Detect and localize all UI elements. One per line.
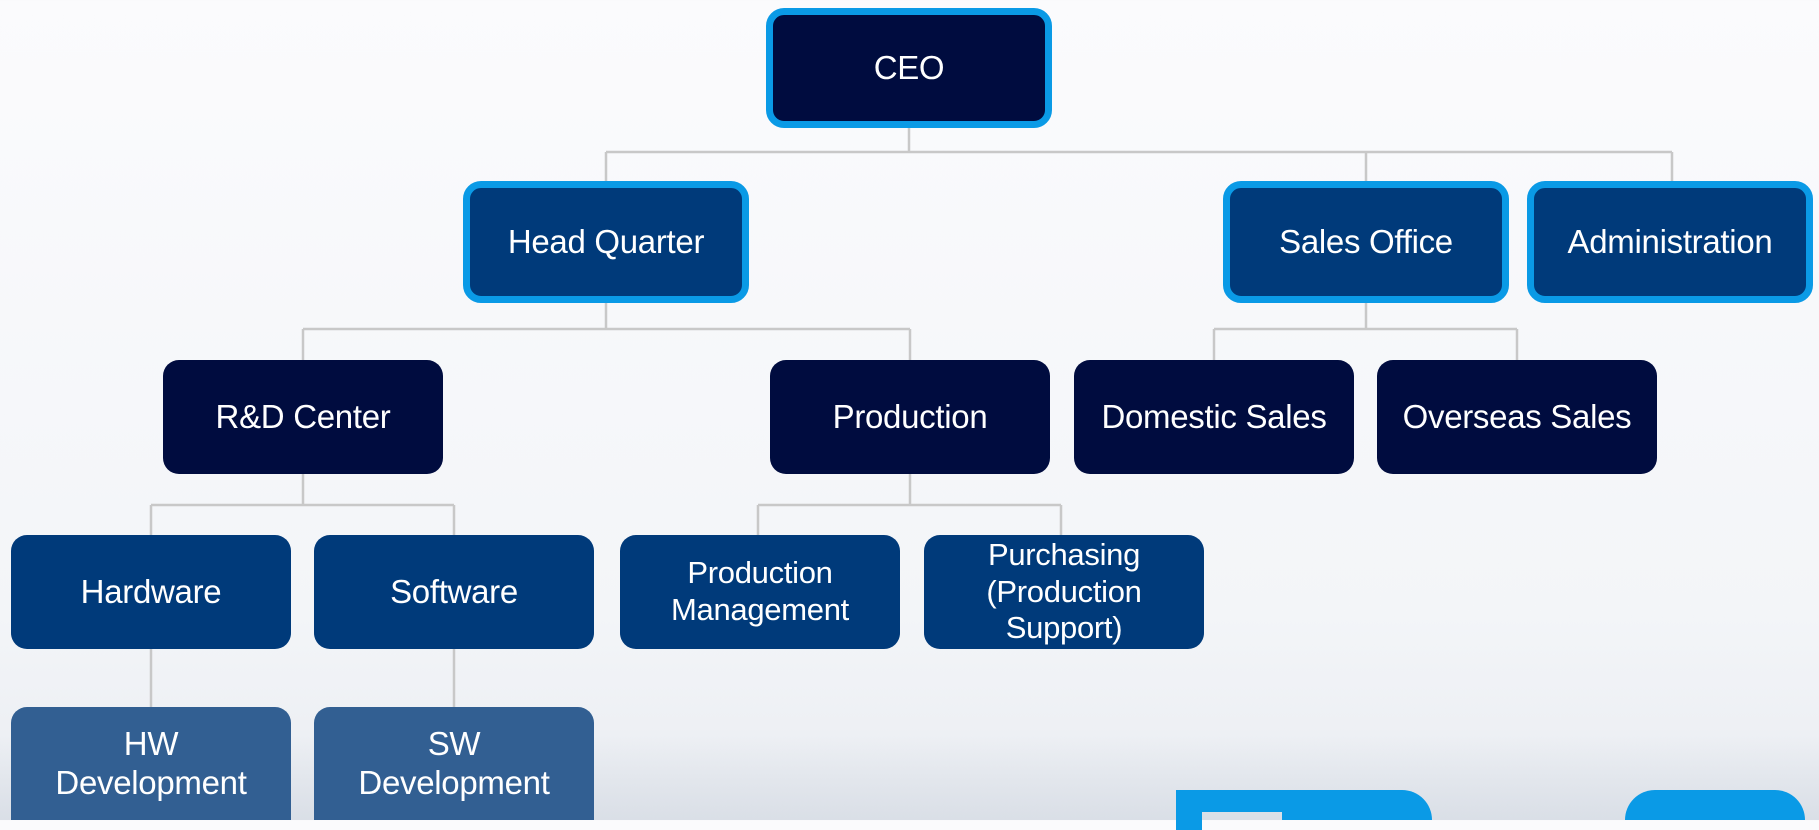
connector-sales-office (1212, 298, 1519, 360)
hw-development-line-1: HW (123, 724, 179, 762)
overseas-sales-box: Overseas Sales (1377, 360, 1657, 474)
sw-development-line-1: SW (427, 724, 481, 762)
purchasing-line-1: Purchasing (987, 537, 1141, 573)
connector-rd-center (149, 474, 456, 535)
sw-development-box: SW Development (314, 707, 594, 820)
administration-label: Administration (1567, 222, 1773, 260)
background-band (0, 735, 1819, 820)
ceo-label: CEO (873, 48, 945, 86)
connector-production (756, 474, 1063, 535)
sales-office-box: Sales Office (1223, 181, 1509, 303)
hardware-label: Hardware (80, 572, 222, 610)
domestic-sales-box: Domestic Sales (1074, 360, 1354, 474)
hw-development-line-2: Development (55, 763, 247, 801)
hardware-box: Hardware (11, 535, 291, 649)
production-management-line-2: Management (671, 592, 849, 627)
software-box: Software (314, 535, 594, 649)
connector-ceo (604, 122, 1674, 183)
production-management-line-1: Production (687, 555, 833, 591)
production-management-box: Production Management (620, 535, 900, 649)
head-quarter-box: Head Quarter (463, 181, 749, 303)
head-quarter-label: Head Quarter (507, 222, 705, 260)
ceo-box: CEO (766, 8, 1052, 128)
purchasing-box: Purchasing (Production Support) (924, 535, 1204, 649)
production-box: Production (770, 360, 1050, 474)
sw-development-line-2: Development (358, 763, 550, 801)
production-label: Production (832, 397, 988, 435)
domestic-sales-label: Domestic Sales (1101, 397, 1327, 435)
software-label: Software (390, 572, 518, 610)
sales-office-label: Sales Office (1279, 222, 1453, 260)
overseas-sales-label: Overseas Sales (1402, 397, 1632, 435)
rd-center-label: R&D Center (215, 397, 391, 435)
logo-shape-4 (1625, 790, 1805, 820)
purchasing-line-2: (Production (986, 573, 1142, 609)
rd-center-box: R&D Center (163, 360, 443, 474)
logo-shape-3 (1282, 790, 1432, 820)
hw-development-box: HW Development (11, 707, 291, 820)
connector-head-quarter (301, 298, 912, 360)
purchasing-line-3: Support) (1005, 610, 1123, 646)
administration-box: Administration (1527, 181, 1813, 303)
logo-shape-2 (1176, 790, 1316, 812)
